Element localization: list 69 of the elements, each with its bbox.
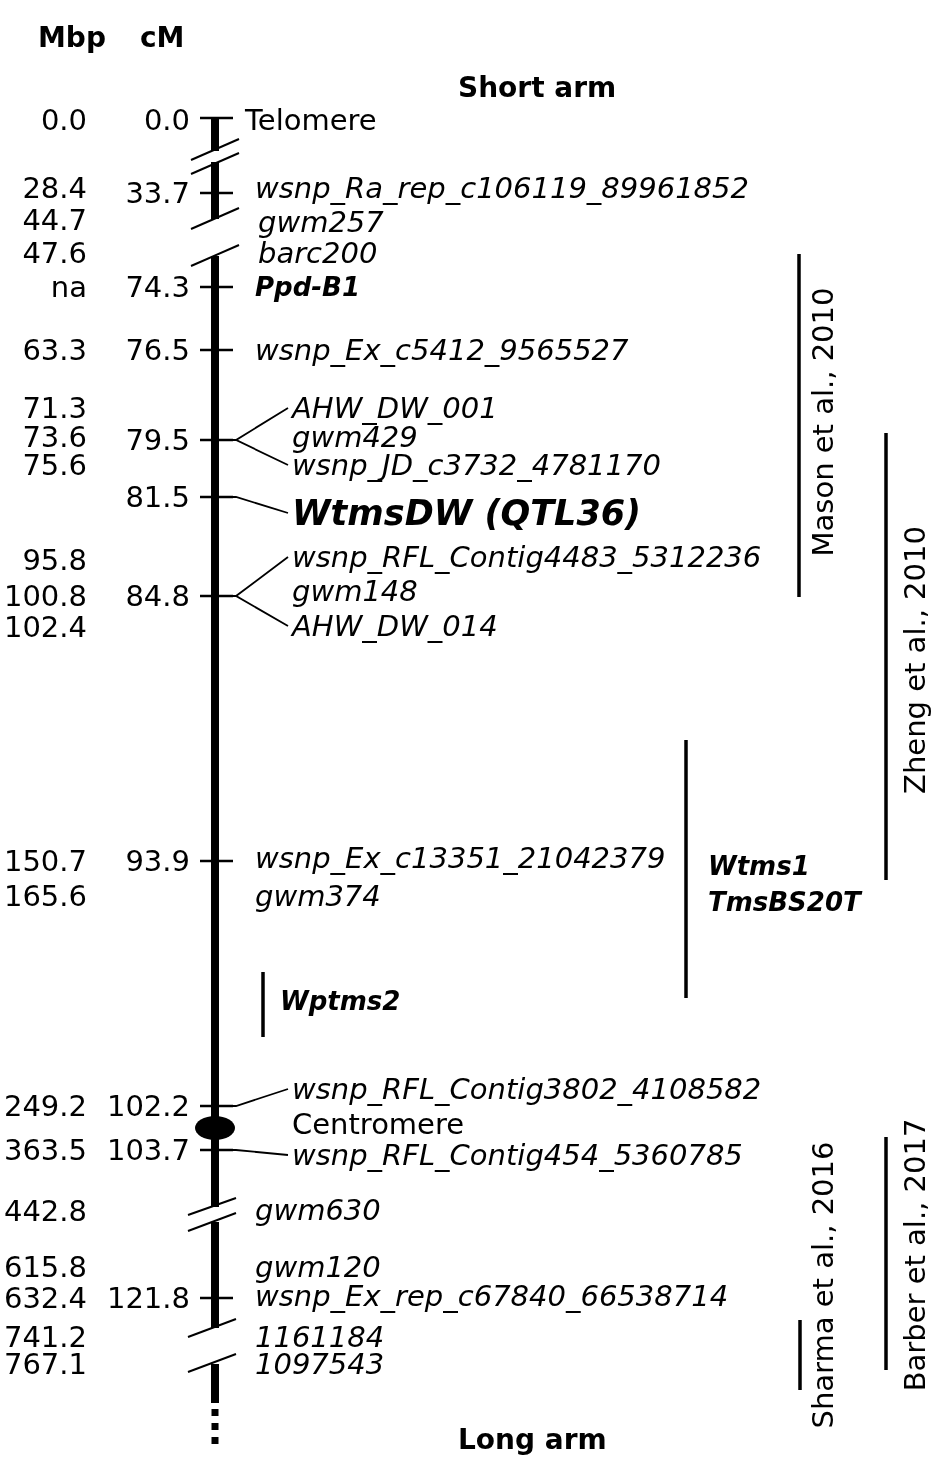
- physical-position: 73.6: [22, 422, 87, 452]
- physical-position: 615.8: [3, 1252, 87, 1282]
- genetic-position: 102.2: [106, 1091, 190, 1121]
- arm-label: Short arm: [458, 74, 617, 102]
- genetic-position: 76.5: [125, 335, 190, 365]
- physical-position: 442.8: [3, 1196, 87, 1226]
- reference-label: Mason et al., 2010: [808, 287, 838, 557]
- marker-name: barc200: [258, 238, 378, 268]
- physical-position: 741.2: [3, 1322, 87, 1352]
- qtl-name: WtmsDW (QTL36): [292, 495, 642, 531]
- gene-name: Wtms1: [708, 853, 810, 879]
- genetic-position: 33.7: [125, 178, 190, 208]
- marker-name: 1097543: [255, 1349, 385, 1379]
- marker-name: wsnp_Ex_c5412_9565527: [255, 335, 629, 365]
- gene-name: Ppd-B1: [255, 274, 360, 300]
- genetic-position: 79.5: [125, 425, 190, 455]
- genetic-position: 93.9: [125, 846, 190, 876]
- marker-name: wsnp_RFL_Contig3802_4108582: [292, 1074, 762, 1104]
- marker-name: wsnp_RFL_Contig4483_5312236: [292, 542, 762, 572]
- marker-name: AHW_DW_001: [292, 393, 498, 423]
- gene-name: TmsBS20T: [708, 889, 861, 915]
- chromosome-bar: [211, 118, 219, 1403]
- arm-label: Long arm: [458, 1426, 607, 1454]
- leader-line: [218, 496, 289, 514]
- reference-label: Sharma et al., 2016: [808, 1141, 838, 1429]
- marker-name: gwm374: [255, 881, 381, 911]
- genetic-position: 103.7: [106, 1135, 190, 1165]
- marker-name: gwm120: [255, 1252, 381, 1282]
- physical-position: 100.8: [3, 581, 87, 611]
- physical-position: 632.4: [3, 1283, 87, 1313]
- marker-name: 1161184: [255, 1322, 385, 1352]
- genetic-position: 0.0: [143, 105, 190, 135]
- reference-label: Zheng et al., 2010: [900, 526, 930, 794]
- physical-position: 28.4: [22, 173, 87, 203]
- marker-name: wsnp_Ra_rep_c106119_89961852: [255, 173, 749, 203]
- reference-label: Barber et al., 2017: [900, 1118, 930, 1392]
- centromere-label: Centromere: [292, 1109, 465, 1139]
- genetic-position: 84.8: [125, 581, 190, 611]
- physical-position: na: [50, 272, 87, 302]
- physical-position: 102.4: [3, 612, 87, 642]
- physical-position: 165.6: [3, 881, 87, 911]
- marker-name: gwm630: [255, 1195, 381, 1225]
- genetic-position: 81.5: [125, 482, 190, 512]
- physical-position: 95.8: [22, 545, 87, 575]
- marker-name: gwm148: [292, 576, 418, 606]
- physical-position: 767.1: [3, 1349, 87, 1379]
- physical-position: 47.6: [22, 238, 87, 268]
- marker-name: AHW_DW_014: [292, 611, 498, 641]
- column-header: cM: [140, 24, 185, 52]
- genetic-position: 121.8: [106, 1283, 190, 1313]
- marker-name: wsnp_Ex_c13351_21042379: [255, 843, 666, 873]
- physical-position: 0.0: [40, 105, 87, 135]
- leader-line: [218, 1149, 289, 1156]
- marker-name: gwm257: [258, 207, 384, 237]
- physical-position: 75.6: [22, 450, 87, 480]
- column-header: Mbp: [38, 24, 106, 52]
- physical-position: 63.3: [22, 335, 87, 365]
- physical-position: 363.5: [3, 1135, 87, 1165]
- leader-line: [218, 595, 289, 627]
- telomere-label: Telomere: [245, 105, 377, 135]
- leader-line: [218, 1088, 289, 1107]
- physical-position: 249.2: [3, 1091, 87, 1121]
- physical-position: 44.7: [22, 205, 87, 235]
- physical-position: 150.7: [3, 846, 87, 876]
- genetic-position: 74.3: [125, 272, 190, 302]
- marker-name: wsnp_RFL_Contig454_5360785: [292, 1140, 743, 1170]
- physical-position: 71.3: [22, 393, 87, 423]
- gene-name: Wptms2: [280, 988, 401, 1014]
- leader-line: [218, 439, 289, 466]
